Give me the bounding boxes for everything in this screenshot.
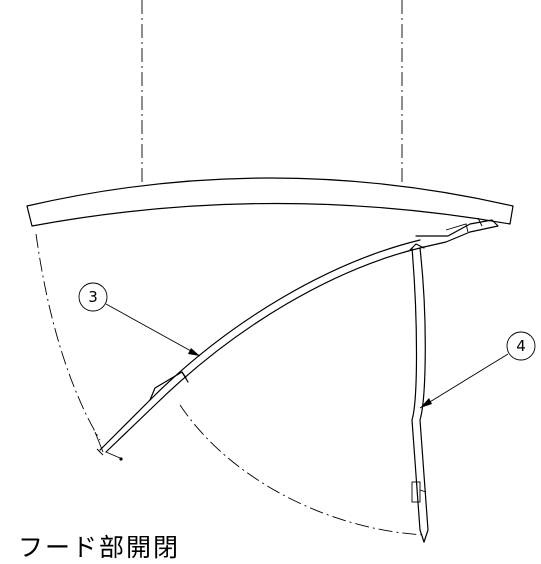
hood-frame: [26, 177, 514, 227]
callout-3: 3: [78, 282, 201, 357]
side-panel-part-4: [409, 243, 429, 543]
caption-text: フード部開閉: [18, 533, 181, 562]
callout-3-label: 3: [88, 288, 98, 306]
callout-4-label: 4: [516, 337, 526, 355]
hood-panel-part-3: [94, 217, 499, 461]
swing-arc-bottom: [179, 404, 426, 536]
callout-4: 4: [419, 331, 536, 409]
swing-arc-left: [35, 233, 101, 441]
